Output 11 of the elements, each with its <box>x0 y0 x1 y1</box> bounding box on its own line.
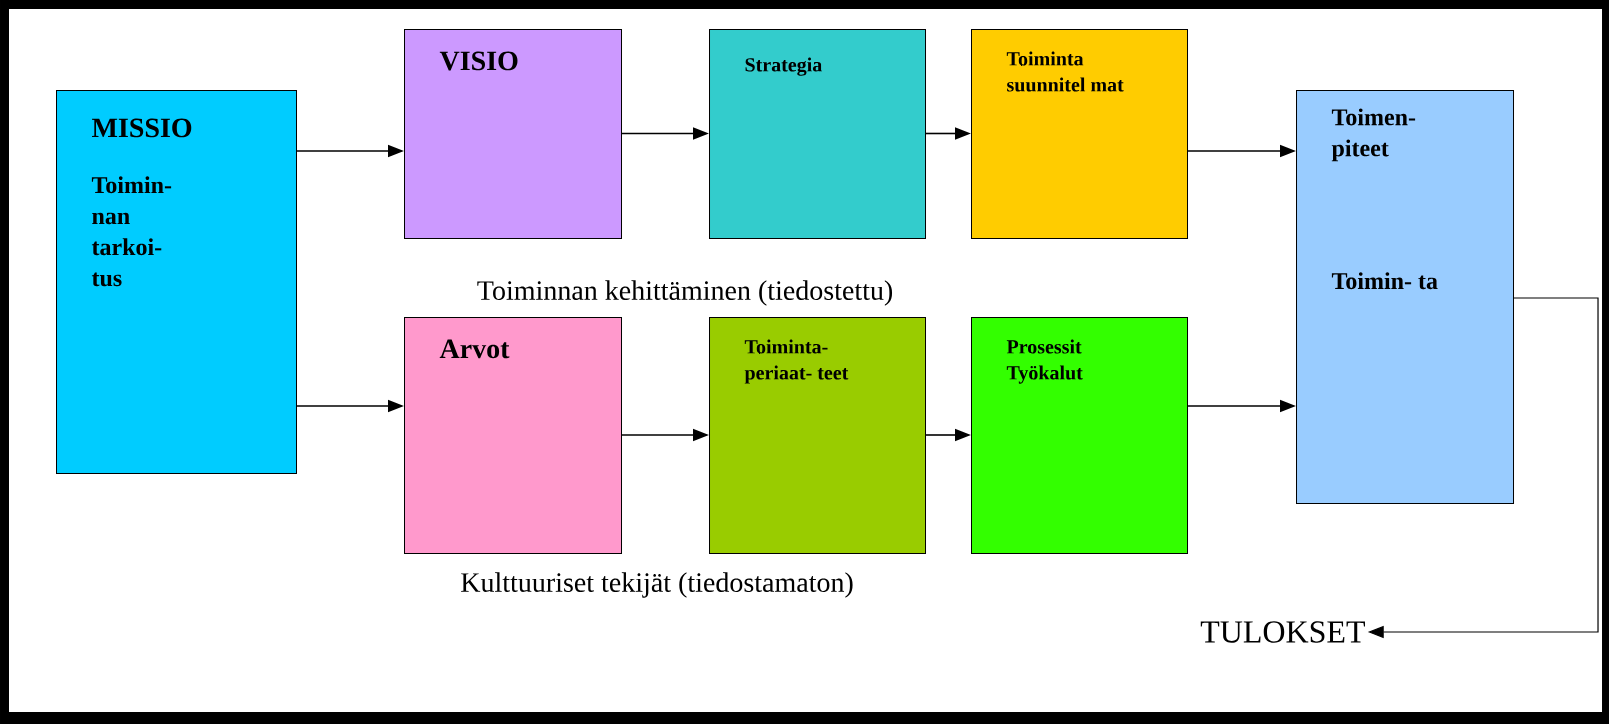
process-box: Toiminta- periaat- teet <box>709 317 926 554</box>
process-box: Toiminta suunnitel mat <box>971 29 1188 239</box>
process-box: Arvot <box>404 317 622 554</box>
process-box: Toimen- piteet Toimin- ta <box>1296 90 1514 504</box>
section-label: Kulttuuriset tekijät (tiedostamaton) <box>461 572 853 598</box>
result-text: TULOKSET <box>1200 621 1365 643</box>
process-box: Strategia <box>709 29 926 239</box>
process-box: MISSIO Toimin- nan tarkoi- tus <box>56 90 297 474</box>
process-box: Prosessit Työkalut <box>971 317 1188 554</box>
section-label: Toiminnan kehittäminen (tiedostettu) <box>477 280 893 306</box>
process-box: VISIO <box>404 29 622 239</box>
